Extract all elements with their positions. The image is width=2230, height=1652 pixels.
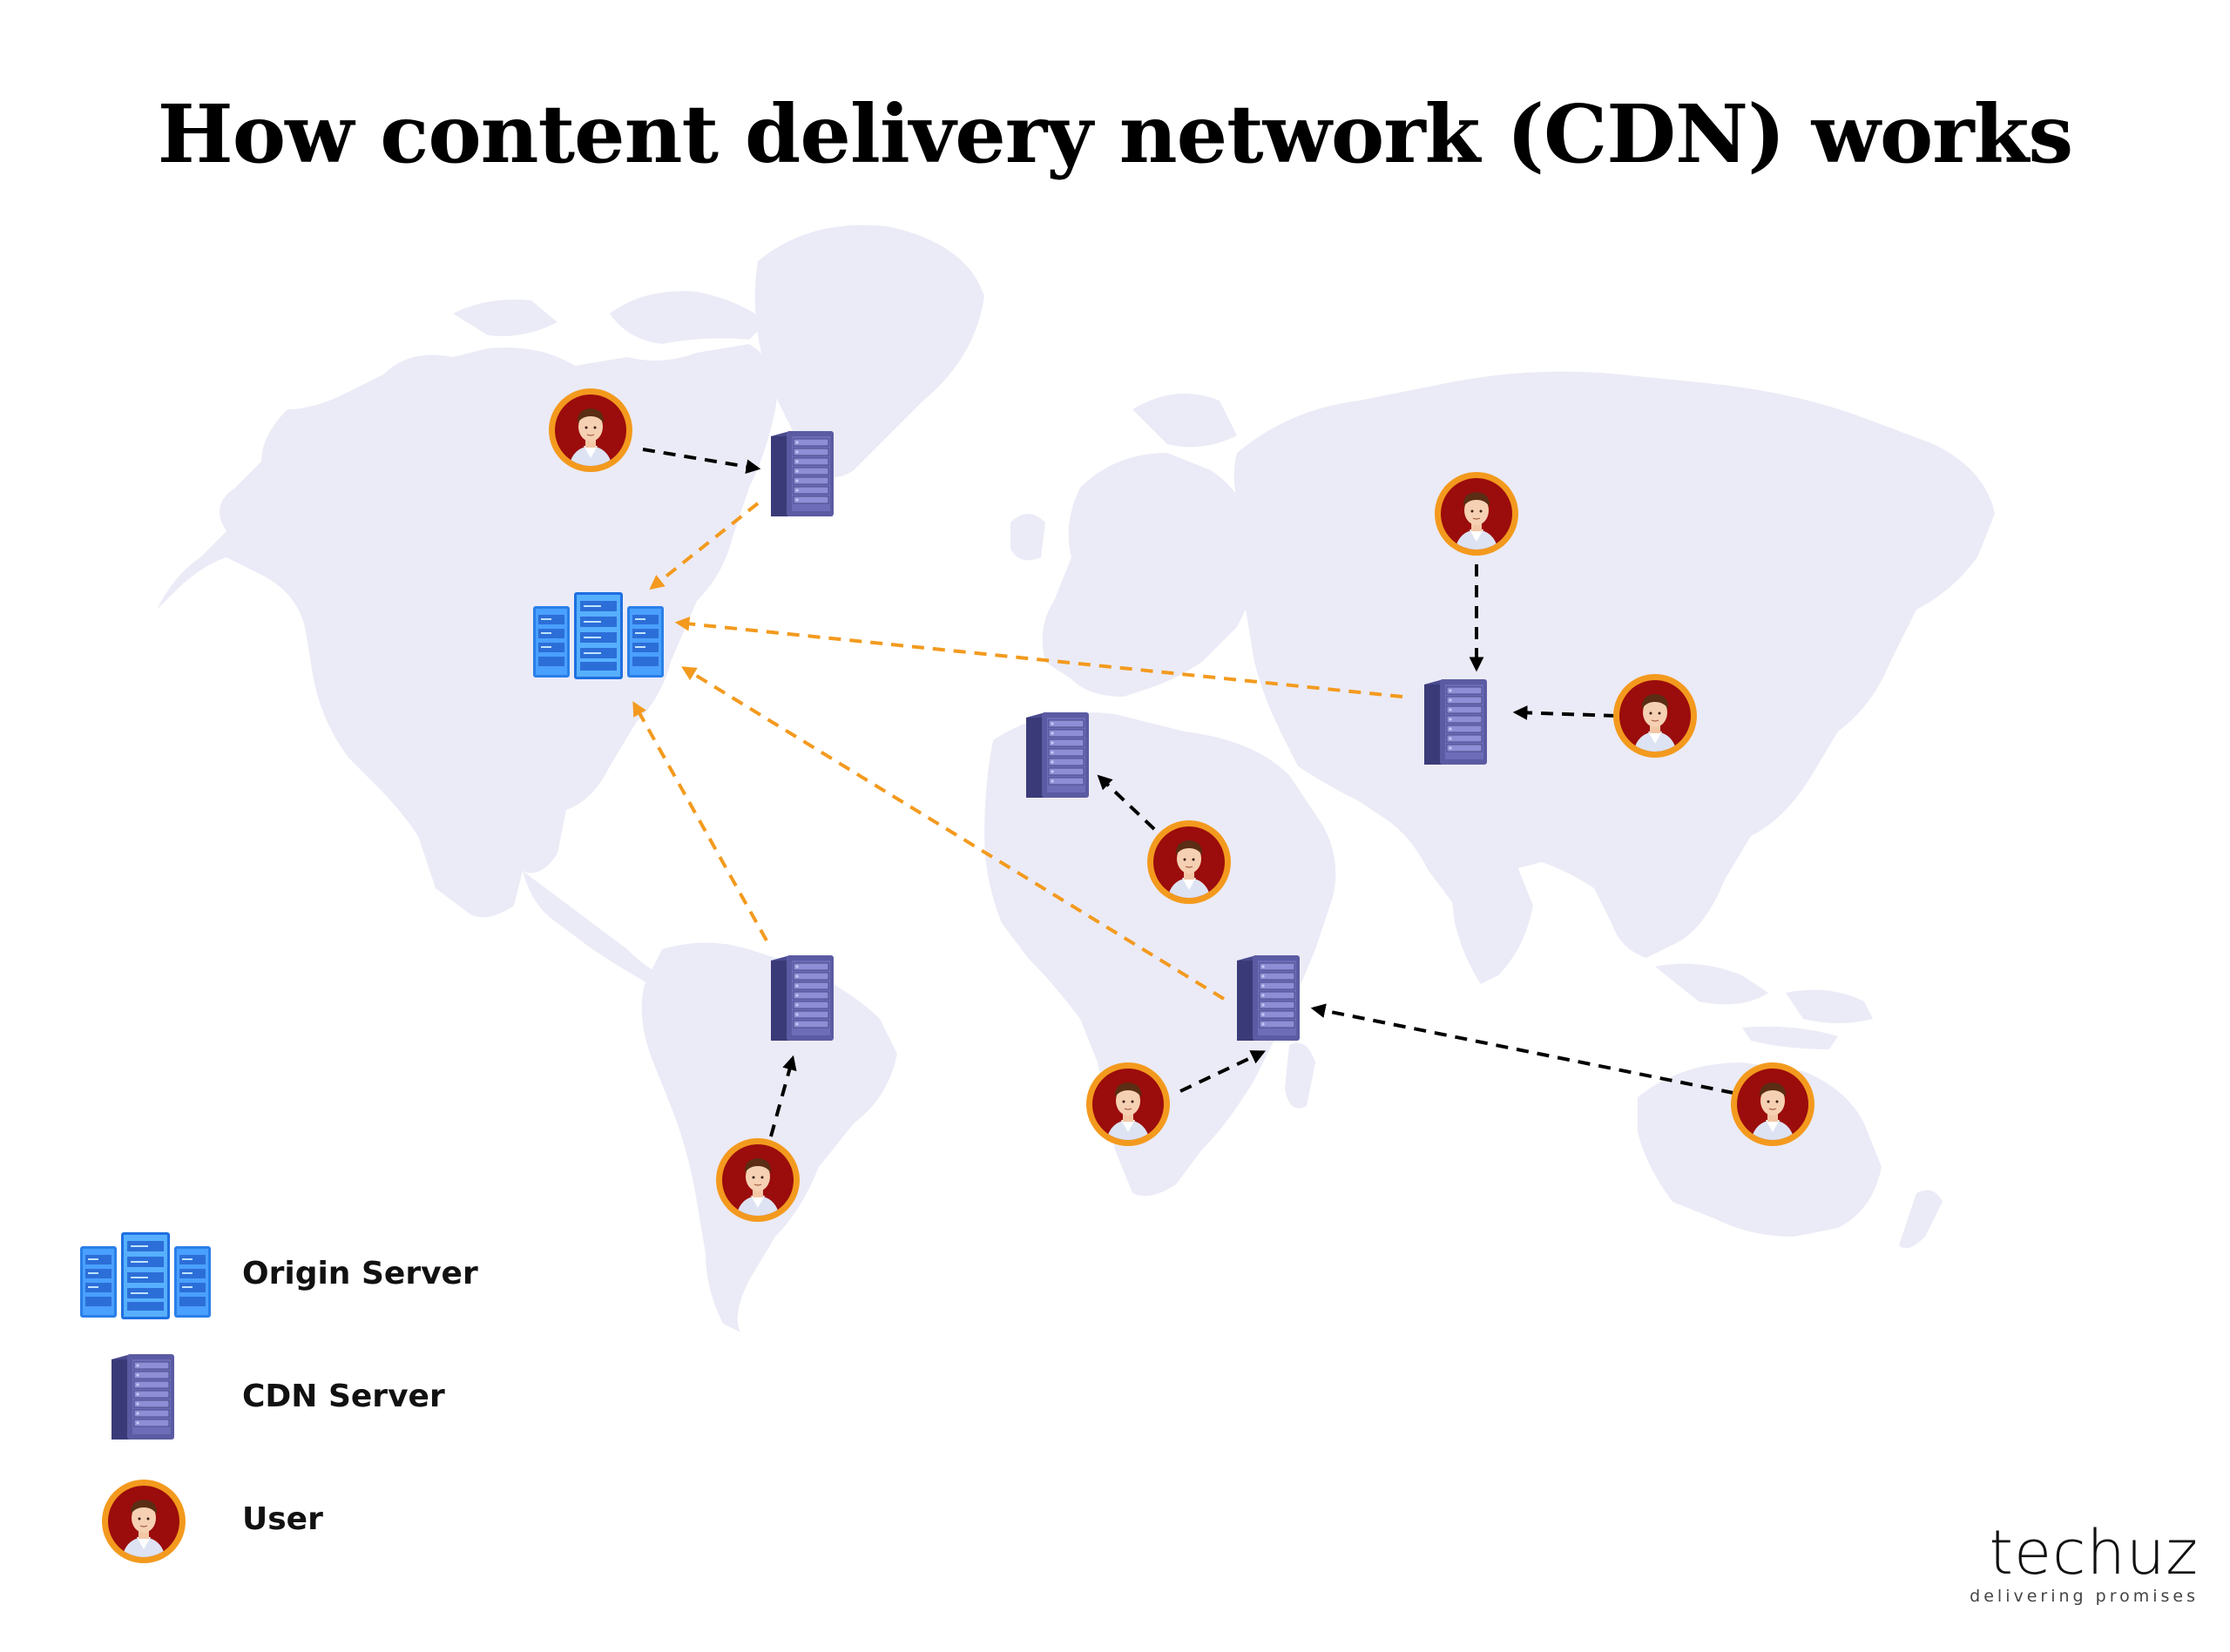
arrow-cdn-south-america-to-origin — [632, 701, 768, 941]
arrow-cdn-africa-to-origin — [681, 666, 1226, 1001]
brand-tagline: delivering promises — [1970, 1587, 2199, 1606]
cdn-server-icon-africa — [1237, 955, 1300, 1042]
arrow-user-to-cdn-asia-east — [1512, 705, 1617, 720]
legend-cdn-server-icon — [112, 1354, 174, 1440]
legend-cdn-server-label: CDN Server — [242, 1379, 445, 1414]
arrow-user-to-cdn-africa-west — [1179, 1050, 1267, 1093]
arrow-cdn-asia-to-origin — [674, 617, 1403, 698]
arrow-cdn-north-america-to-origin — [649, 502, 760, 590]
legend-user-label: User — [242, 1501, 323, 1537]
user-arrows — [642, 448, 1734, 1137]
page-title: How content delivery network (CDN) works — [157, 87, 2073, 181]
arrow-user-to-cdn-africa-east — [1310, 1003, 1734, 1095]
cdn-server-icon-north-america — [771, 431, 834, 517]
legend-user-icon — [102, 1480, 186, 1565]
cdn-server-icon-south-america — [771, 955, 834, 1042]
legend-origin-server-icon — [80, 1232, 211, 1319]
brand-name: techuz — [1989, 1517, 2199, 1588]
cdn-server-icon-europe — [1026, 712, 1089, 799]
cdn-server-icon-asia — [1424, 679, 1487, 765]
world-map — [157, 225, 1995, 1332]
arrow-user-to-cdn-europe — [1097, 774, 1156, 831]
brand-logo: techuz delivering promises — [1970, 1522, 2199, 1606]
arrow-user-to-cdn-south-america — [769, 1055, 797, 1137]
legend-origin-server-label: Origin Server — [242, 1256, 478, 1291]
origin-arrows — [632, 502, 1403, 1001]
